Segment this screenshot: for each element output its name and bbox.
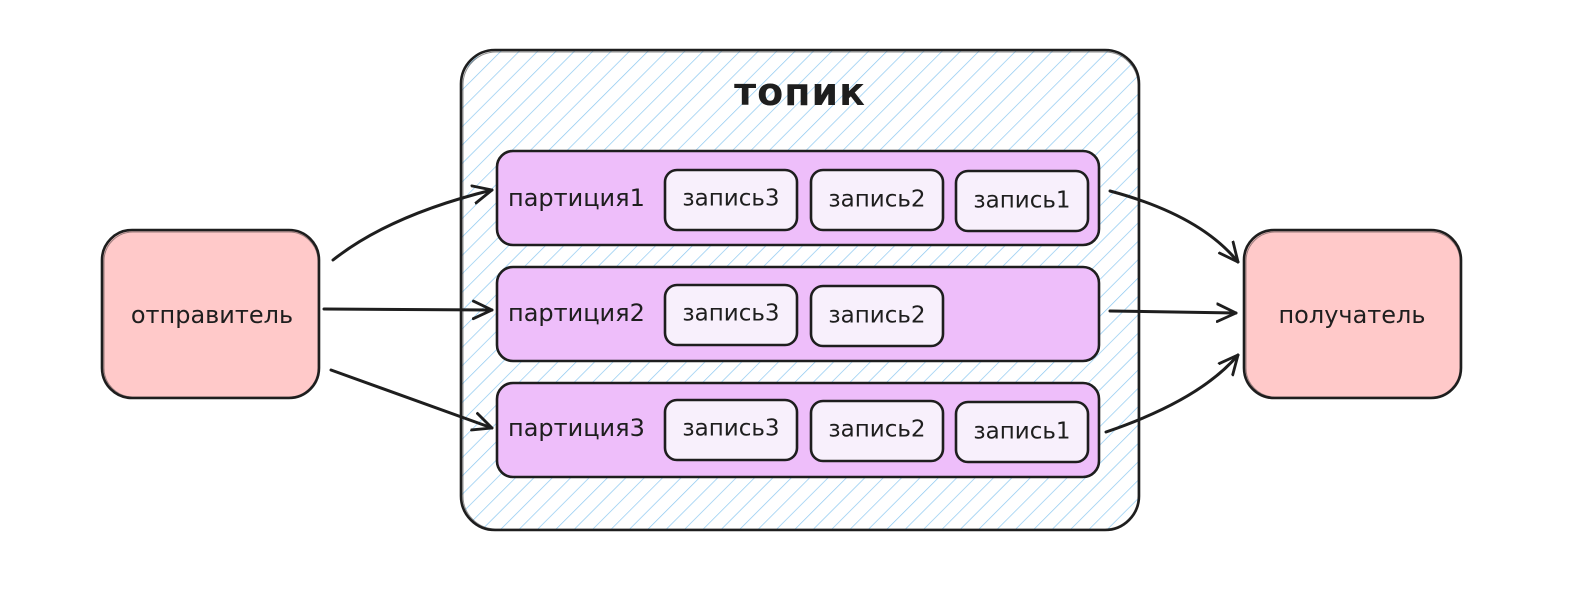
record-box: [954, 400, 1090, 464]
record-label: запись2: [828, 302, 926, 329]
arrow-partition-3-to-receiver: [1104, 353, 1240, 434]
record-box: [954, 169, 1090, 233]
arrow-partition-2-to-receiver: [1108, 311, 1238, 313]
arrow-sender-to-partition-1: [331, 190, 494, 262]
record-box: [809, 168, 945, 232]
record-label: запись1: [973, 187, 1071, 214]
arrow-sender-to-partition-2: [322, 309, 494, 310]
record-label: запись3: [682, 415, 780, 442]
record-label: запись2: [828, 186, 926, 213]
record-label: запись3: [682, 185, 780, 212]
record-box: [809, 399, 945, 463]
topic-title: топик: [734, 70, 866, 114]
sender-label: отправитель: [130, 301, 294, 329]
record-label: запись2: [828, 416, 926, 443]
record-label: запись1: [973, 418, 1071, 445]
record-box: [663, 283, 799, 347]
arrow-sender-to-partition-3: [329, 368, 494, 428]
record-label: запись3: [682, 300, 780, 327]
record-box: [809, 284, 945, 348]
sender-box: [100, 228, 321, 400]
partition-3-label: партиция3: [508, 414, 645, 442]
partition-2-label: партиция2: [508, 299, 645, 327]
receiver-label: получатель: [1278, 301, 1426, 329]
record-box: [663, 168, 799, 232]
partition-1-label: партиция1: [508, 184, 645, 212]
record-box: [663, 398, 799, 462]
receiver-box: [1242, 228, 1463, 400]
arrow-partition-1-to-receiver: [1108, 189, 1240, 264]
